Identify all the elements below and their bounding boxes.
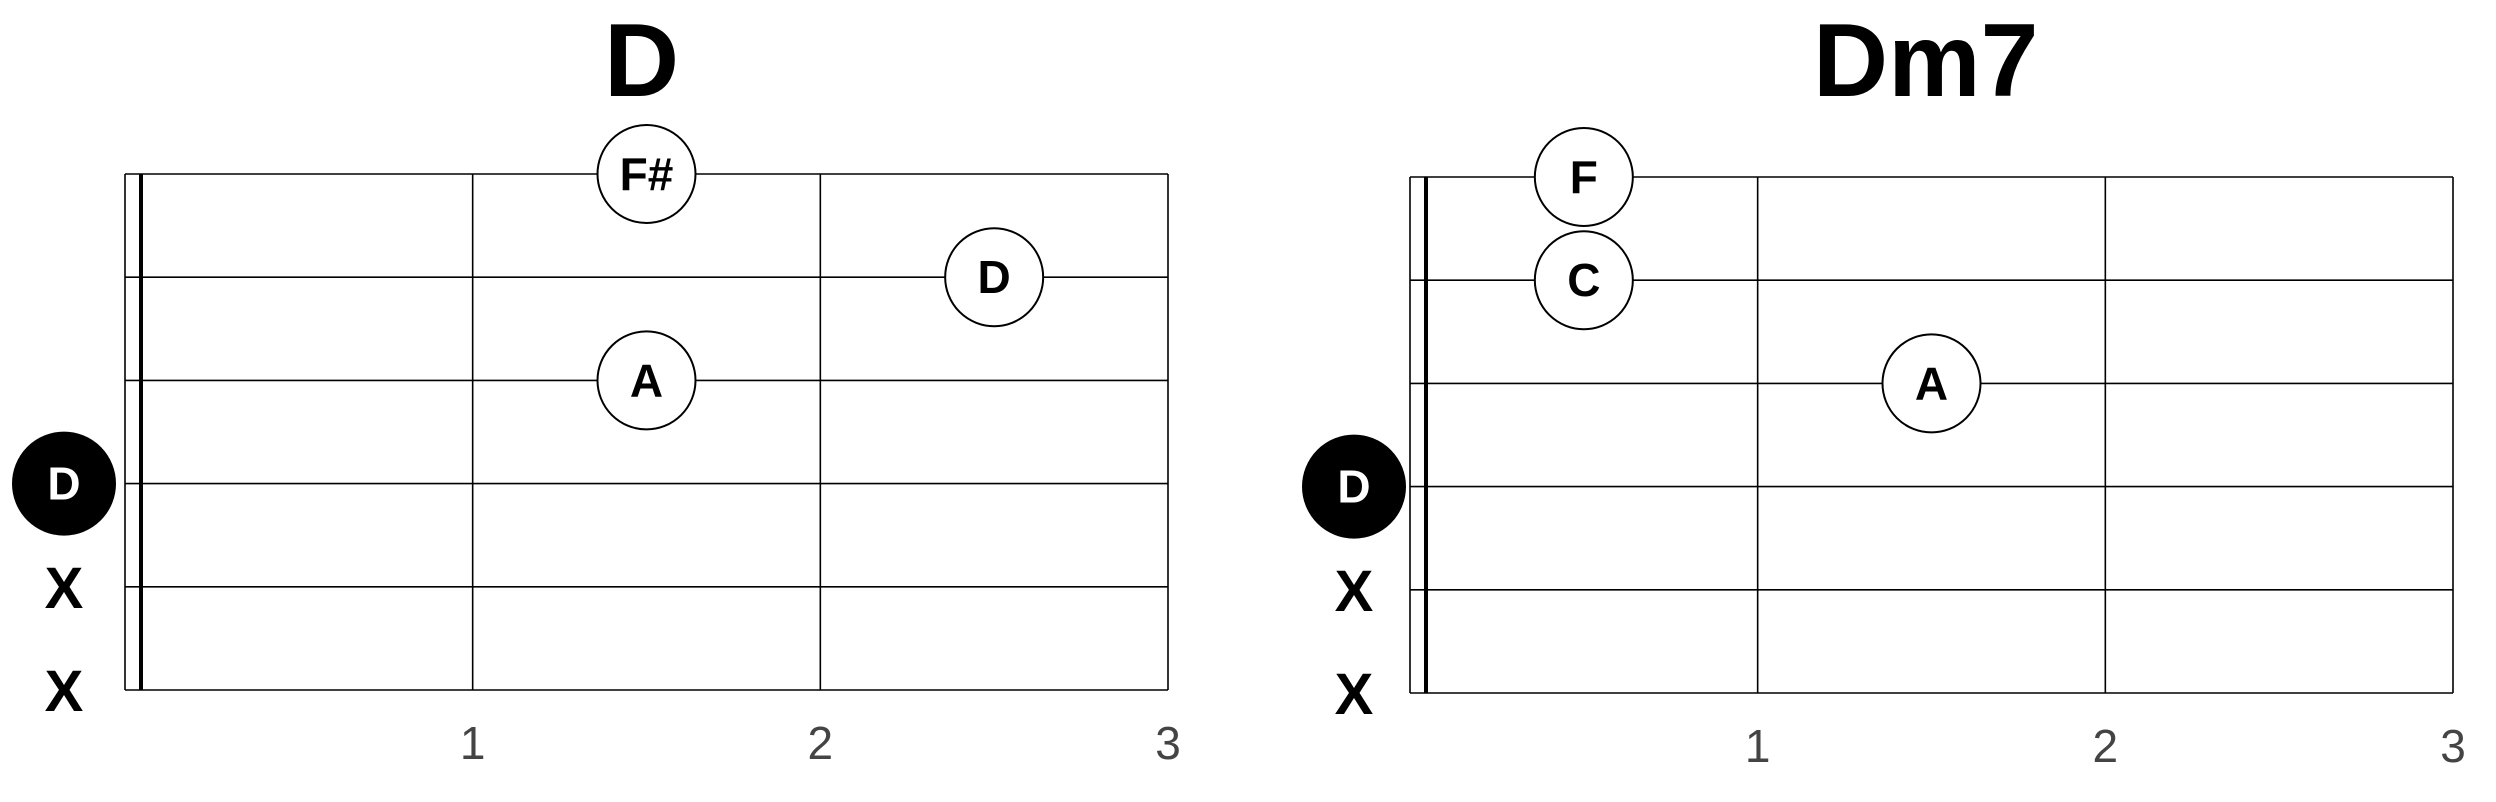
note-label: D [47,458,80,510]
note-marker: C [1533,230,1634,331]
note-label: A [1915,357,1948,409]
note-label: C [1567,254,1600,306]
note-circle [1533,127,1634,227]
note-label: D [1337,461,1370,513]
note-circle [12,431,116,536]
note-circle [1302,434,1406,539]
note-marker: F# [596,124,697,224]
note-label: A [630,354,663,406]
fret-number: 3 [2440,720,2466,772]
fret-number: 2 [808,717,834,769]
root-note-marker: D [12,431,116,536]
note-marker: A [596,330,697,431]
muted-string-marker: X [45,659,84,724]
note-circle [1881,333,1982,434]
note-circle [1533,230,1634,331]
fret-number: 2 [2093,720,2119,772]
note-label: D [978,251,1011,303]
note-circle [596,330,697,431]
fret-number: 1 [460,717,486,769]
muted-string-marker: X [45,556,84,621]
note-marker: A [1881,333,1982,434]
note-marker: D [944,227,1045,328]
muted-string-marker: X [1335,662,1374,727]
note-circle [596,124,697,224]
chord-title: Dm7 [1813,3,2039,119]
muted-string-marker: X [1335,559,1374,624]
note-label: F# [620,148,674,200]
chord-title: D [604,3,680,119]
note-label: F [1570,151,1598,203]
fret-number: 3 [1155,717,1181,769]
root-note-marker: D [1302,434,1406,539]
note-marker: F [1533,127,1634,227]
note-circle [944,227,1045,328]
fret-number: 1 [1745,720,1771,772]
